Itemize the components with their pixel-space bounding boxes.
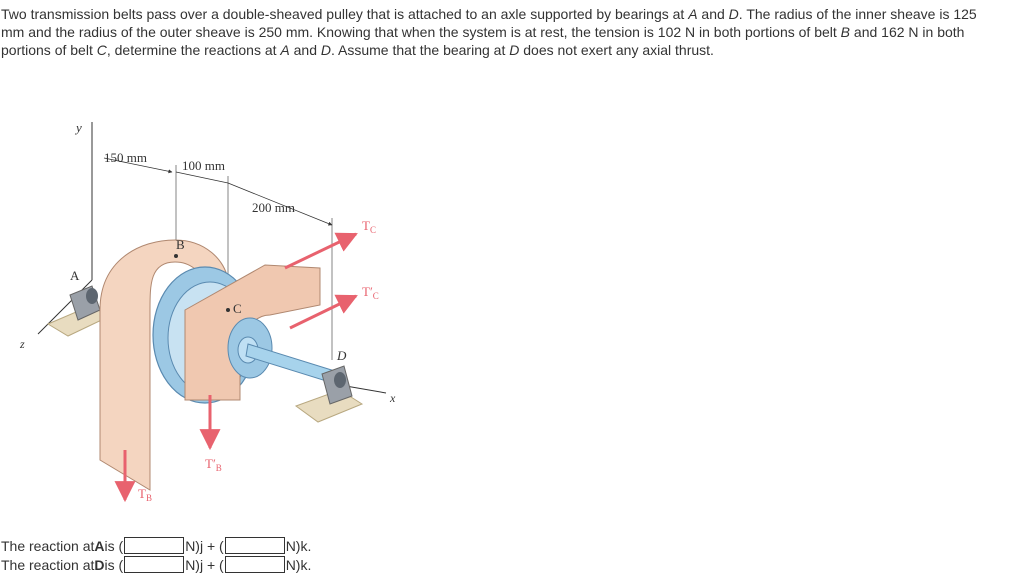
tension-tb-label: TB: [138, 486, 152, 503]
var-d: D: [509, 42, 520, 58]
answer-text: N)k.: [285, 537, 312, 554]
answer-point-d: D: [94, 556, 105, 573]
point-c-dot: [226, 308, 230, 312]
tension-tbprime-label: T′B: [205, 456, 222, 473]
problem-text: and: [697, 6, 729, 22]
problem-text: . Assume that the bearing at: [331, 42, 510, 58]
z-axis: [37, 279, 93, 335]
reaction-a-k-input[interactable]: [224, 537, 285, 554]
problem-text: . The radius of the inner sheave is 125 …: [1, 6, 977, 40]
x-axis-label: x: [389, 391, 396, 405]
reaction-d-j-input[interactable]: [124, 556, 185, 573]
dimension-line: [227, 182, 333, 226]
z-axis-label: z: [19, 337, 25, 351]
problem-statement: Two transmission belts pass over a doubl…: [1, 5, 991, 59]
answer-point-a: A: [94, 537, 105, 554]
bearing-d-hole: [334, 372, 346, 388]
point-c-label: C: [233, 301, 242, 316]
var-b: B: [840, 24, 851, 40]
tension-tcprime-arrow: [289, 294, 358, 330]
problem-text: and: [289, 42, 321, 58]
answer-text: N)k.: [285, 556, 312, 573]
problem-text: does not exert any axial thrust.: [519, 42, 714, 58]
answer-text: is (: [104, 556, 124, 573]
point-a-label: A: [70, 268, 80, 283]
var-a: A: [280, 42, 290, 58]
answer-text: N)j + (: [185, 556, 224, 573]
answer-text: is (: [104, 537, 124, 554]
problem-text: and 162 N in both portions of belt: [1, 24, 965, 58]
dimension-line: [103, 157, 173, 174]
problem-text: , determine the reactions at: [106, 42, 281, 58]
reaction-a-j-input[interactable]: [124, 537, 185, 554]
answer-area: The reaction at A is ( N)j + ( N)k. The …: [1, 536, 311, 574]
var-a: A: [688, 6, 698, 22]
answer-text: The reaction at: [1, 556, 95, 573]
point-b-dot: [174, 254, 178, 258]
dimension-line: [175, 171, 229, 184]
tension-tc-arrow: [284, 232, 358, 270]
point-d-label: D: [336, 348, 347, 363]
bearing-a-hole: [86, 288, 98, 304]
reaction-a-row: The reaction at A is ( N)j + ( N)k.: [1, 536, 311, 555]
answer-text: N)j + (: [185, 537, 224, 554]
var-c: C: [96, 42, 107, 58]
dimension-200: 200 mm: [252, 200, 295, 215]
dimension-100: 100 mm: [182, 158, 225, 173]
reaction-d-k-input[interactable]: [224, 556, 285, 573]
problem-text: Two transmission belts pass over a doubl…: [1, 6, 689, 22]
var-d: D: [728, 6, 739, 22]
y-axis-label: y: [74, 120, 82, 135]
dimension-150: 150 mm: [104, 150, 147, 165]
pulley-figure: y z x 150 mm 100 mm 200 mm A D B C TC T′…: [19, 120, 396, 503]
tension-tc-label: TC: [362, 218, 376, 235]
answer-text: The reaction at: [1, 537, 95, 554]
reaction-d-row: The reaction at D is ( N)j + ( N)k.: [1, 555, 311, 574]
tension-tcprime-label: T′C: [362, 284, 379, 301]
point-b-label: B: [176, 237, 185, 252]
var-d: D: [320, 42, 332, 58]
